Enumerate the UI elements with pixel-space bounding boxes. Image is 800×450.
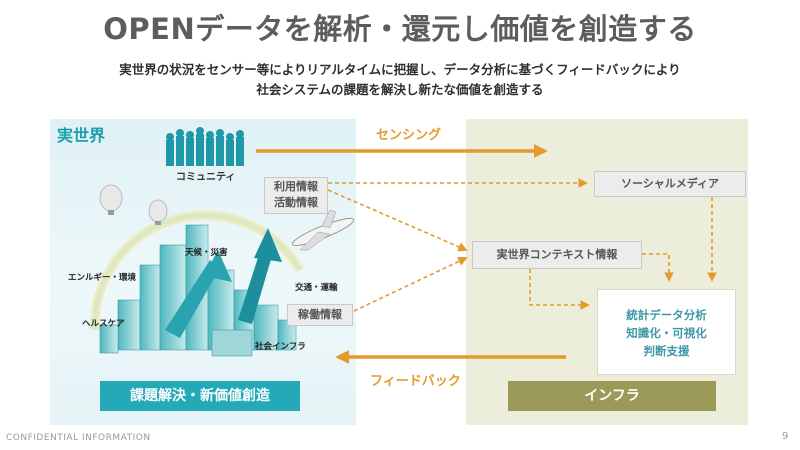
community-label: コミュニティ [176, 172, 236, 183]
solution-banner: 課題解決・新価値創造 [100, 381, 300, 411]
operation-to-context-arrow [353, 256, 468, 312]
traffic-tag: 交通・運輸 [295, 283, 338, 293]
analysis-box: 統計データ分析 知識化・可視化 判断支援 [597, 289, 736, 375]
airplane-icon [291, 209, 355, 251]
community-crowd-icon [166, 127, 244, 166]
growth-arrow-icon [165, 228, 282, 338]
operation-info-box: 稼働情報 [287, 304, 353, 326]
analysis-line-3: 判断支援 [643, 344, 690, 358]
activity-info-line: 活動情報 [274, 196, 318, 209]
social-media-box: ソーシャルメディア [594, 171, 746, 197]
page-number: 9 [782, 431, 789, 442]
subtitle-line-1: 実世界の状況をセンサー等によりリアルタイムに把握し、データ分析に基づくフィードバ… [119, 62, 681, 77]
infra-tag: 社会インフラ [255, 342, 306, 352]
sensing-label: センシング [376, 128, 442, 143]
usage-info-box: 利用情報 活動情報 [264, 177, 328, 214]
analysis-line-2: 知識化・可視化 [626, 326, 707, 340]
infrastructure-banner: インフラ [508, 381, 716, 411]
context-down-arrow [529, 269, 590, 310]
subtitle-line-2: 社会システムの課題を解決し新たな価値を創造する [256, 82, 544, 97]
page-title: OPENデータを解析・還元し価値を創造する [103, 12, 697, 46]
context-info-box: 実世界コンテキスト情報 [472, 241, 642, 269]
balloon-icon [99, 184, 168, 225]
usage-info-line: 利用情報 [274, 180, 318, 193]
health-tag: ヘルスケア [82, 319, 125, 329]
context-to-analysis-arrow [642, 253, 674, 282]
feedback-label: フィードバック [370, 374, 461, 389]
real-world-label: 実世界 [57, 126, 106, 145]
weather-tag: 天候・災害 [185, 248, 228, 258]
footer-confidential: CONFIDENTIAL INFORMATION [6, 433, 151, 443]
energy-tag: エンルギー・環境 [68, 273, 137, 283]
page-subtitle: 実世界の状況をセンサー等によりリアルタイムに把握し、データ分析に基づくフィードバ… [0, 60, 800, 100]
analysis-line-1: 統計データ分析 [626, 308, 707, 322]
